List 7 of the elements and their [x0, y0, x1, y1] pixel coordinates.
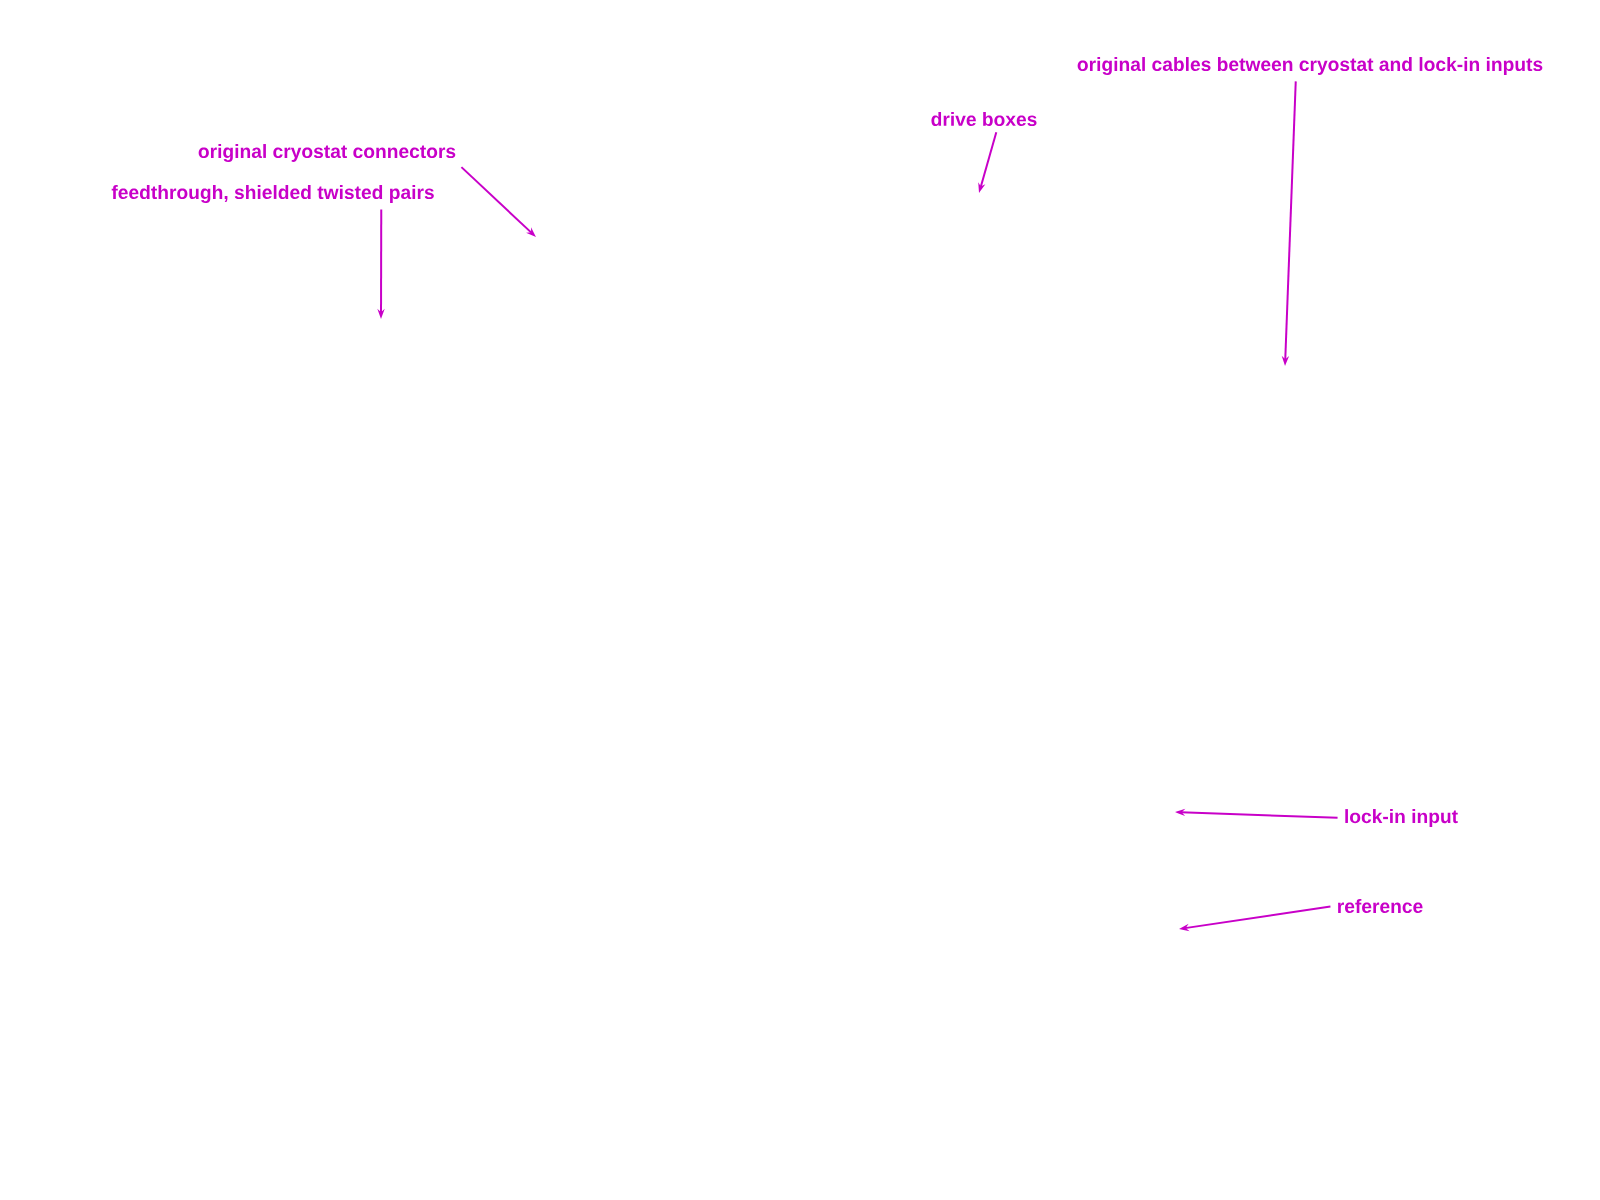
- leader-arrow: [460, 166, 536, 237]
- callout-label: lock-in input: [1345, 809, 1458, 827]
- callout-label: original cryostat connectors: [198, 144, 456, 162]
- callout-label: original cables between cryostat and lock-in inputs: [1077, 57, 1543, 75]
- callout-label: reference: [1338, 899, 1423, 914]
- callout-label: drive boxes: [931, 111, 1037, 127]
- callout-label: feedthrough, shielded twisted pairs: [111, 185, 434, 203]
